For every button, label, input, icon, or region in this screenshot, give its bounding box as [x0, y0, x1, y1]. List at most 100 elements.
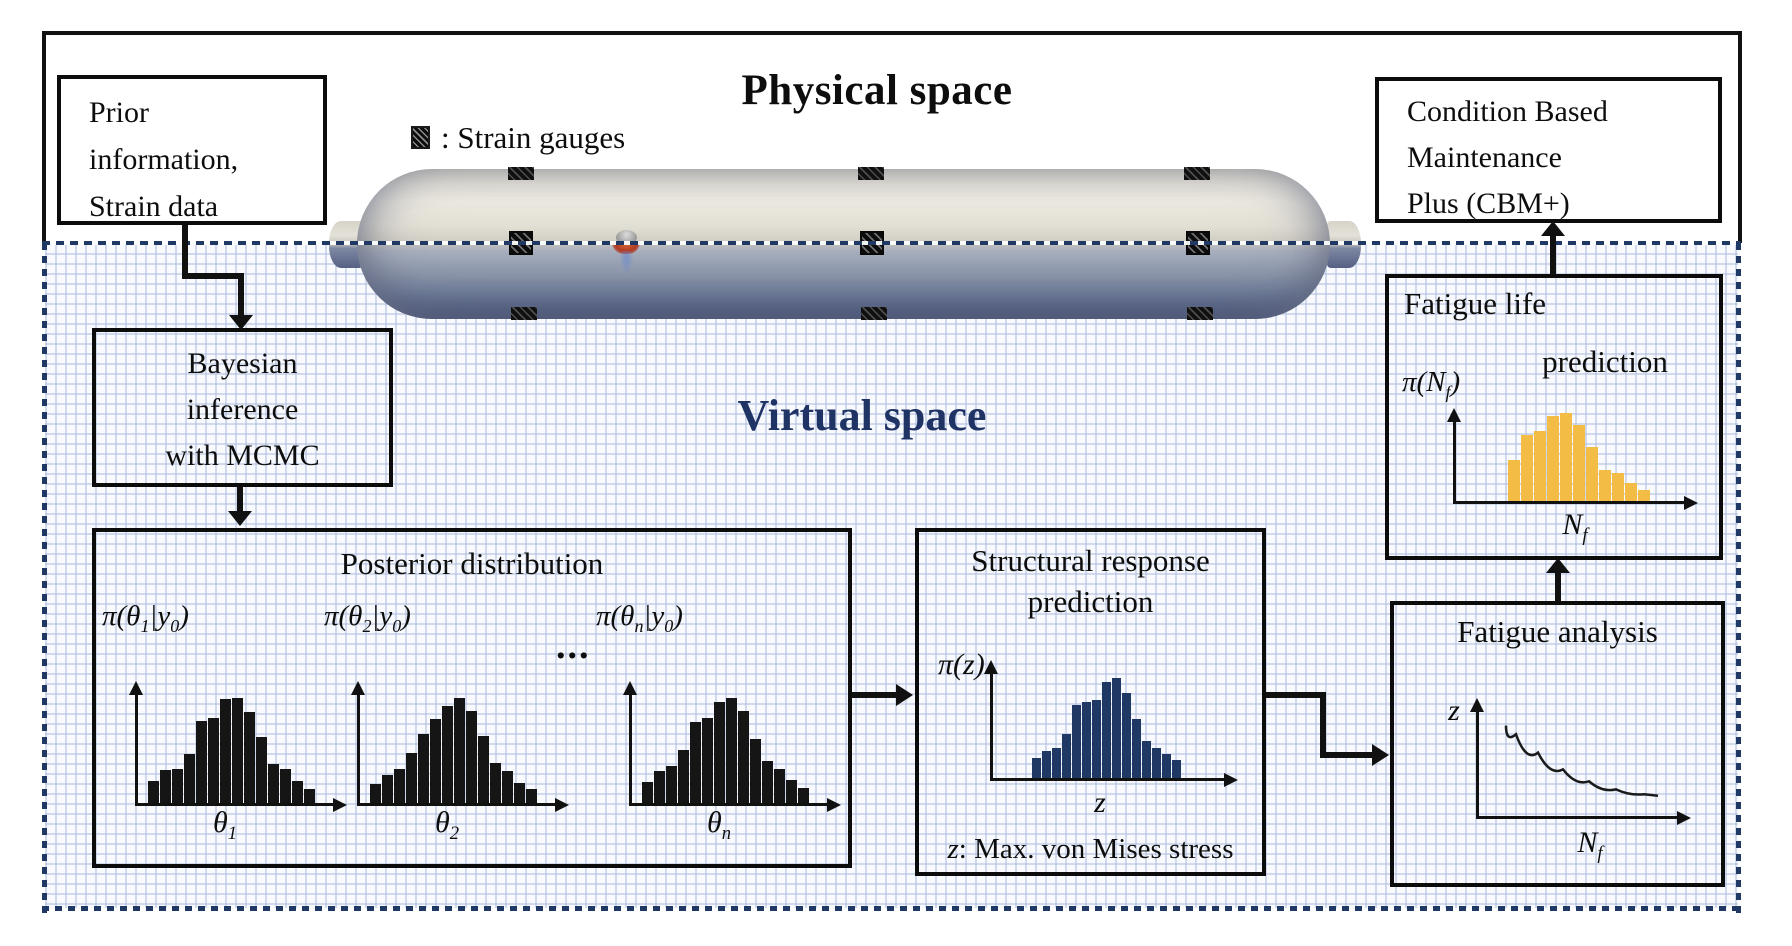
- structural-response-title: Structural response prediction: [915, 540, 1266, 622]
- arrow-structural-to-fatigue-analysis: [1320, 752, 1376, 758]
- arrow-prior-to-bayesian: [182, 273, 244, 279]
- x-axis: [1476, 816, 1678, 819]
- strain-gauge-icon: [861, 307, 887, 320]
- bayesian-inference-box: Bayesian inference with MCMC: [92, 328, 393, 487]
- fatigue-life-xlabel: Nf: [1562, 508, 1588, 546]
- structural-xlabel: z: [1094, 786, 1106, 819]
- virtual-border-left: [42, 243, 47, 913]
- arrowhead-up-icon: [1541, 221, 1565, 236]
- virtual-border-right: [1736, 243, 1741, 913]
- x-axis-arrow-icon: [1677, 811, 1691, 825]
- posterior-histogram-theta1: [129, 681, 347, 812]
- fatigue-life-title-line1: Fatigue life: [1404, 286, 1547, 321]
- histogram-bars: [642, 698, 809, 803]
- virtual-space-region: [45, 243, 1738, 908]
- arrow-structural-to-fatigue-analysis: [1266, 692, 1326, 698]
- x-axis: [1453, 501, 1685, 504]
- posterior-hist1-xlabel: θ1: [212, 806, 238, 844]
- fatigue-analysis-title: Fatigue analysis: [1457, 614, 1658, 649]
- x-axis-arrow-icon: [333, 798, 347, 812]
- fatigue-life-histogram: [1447, 408, 1698, 510]
- strain-gauge-icon: [511, 307, 537, 320]
- y-axis-arrow-icon: [1447, 408, 1461, 422]
- structural-title-line2: prediction: [1027, 584, 1154, 619]
- x-axis-arrow-icon: [827, 798, 841, 812]
- bayesian-line-2: inference: [186, 393, 299, 426]
- y-axis: [357, 693, 360, 806]
- arrowhead-up-icon: [1546, 558, 1570, 573]
- y-axis-arrow-icon: [351, 681, 365, 695]
- virtual-border-bottom: [42, 906, 1741, 911]
- y-axis-arrow-icon: [623, 681, 637, 695]
- x-axis-arrow-icon: [555, 798, 569, 812]
- arrow-structural-to-fatigue-analysis: [1320, 692, 1326, 758]
- arrowhead-right-icon: [896, 684, 913, 706]
- arrow-prior-to-bayesian: [238, 273, 244, 317]
- physical-space-title: Physical space: [741, 67, 1013, 114]
- histogram-bars: [1508, 413, 1650, 501]
- strain-gauge-legend-label: : Strain gauges: [441, 120, 626, 155]
- histogram-bars: [370, 698, 537, 803]
- virtual-space-title: Virtual space: [737, 391, 987, 440]
- arrow-bayesian-to-posterior: [237, 487, 243, 513]
- bayesian-line-1: Bayesian: [187, 347, 298, 380]
- x-axis: [135, 803, 334, 806]
- posterior-histogram-theta2: [351, 681, 569, 812]
- posterior-histogram-thetan: [623, 681, 841, 812]
- fatigue-analysis-xlabel: Nf: [1577, 826, 1603, 864]
- bayesian-line-3: with MCMC: [165, 439, 320, 472]
- posterior-distribution-box: [92, 528, 852, 868]
- prior-line-1: Prior: [89, 96, 149, 129]
- arrow-fatigue-life-to-cbm: [1550, 235, 1556, 275]
- y-axis-arrow-icon: [129, 681, 143, 695]
- histogram-bars: [1032, 678, 1181, 778]
- y-axis-arrow-icon: [984, 660, 998, 674]
- cbm-line-2: Maintenance: [1407, 141, 1562, 174]
- arrowhead-down-icon: [229, 315, 253, 330]
- fatigue-life-title-line2: prediction: [1542, 344, 1668, 379]
- x-axis: [990, 778, 1225, 781]
- prior-line-2: information,: [89, 143, 239, 176]
- y-axis-arrow-icon: [1470, 698, 1484, 712]
- fatigue-life-ylabel: π(Nf): [1402, 366, 1461, 402]
- y-axis: [990, 672, 993, 781]
- sn-curve-line: [1504, 725, 1659, 798]
- arrow-posterior-to-structural: [852, 692, 900, 698]
- sn-curve-plot: [1470, 698, 1691, 825]
- histogram-bars: [148, 698, 315, 803]
- strain-gauge-icon: [858, 167, 884, 180]
- structural-caption: z: Max. von Mises stress: [947, 833, 1234, 865]
- physical-space-border: [42, 31, 1742, 243]
- cbm-plus-box: Condition Based Maintenance Plus (CBM+): [1375, 77, 1722, 223]
- x-axis-arrow-icon: [1224, 773, 1238, 787]
- arrowhead-right-icon: [1372, 744, 1389, 766]
- fatigue-analysis-ylabel: z: [1448, 694, 1460, 727]
- arrow-fatigue-analysis-to-fatigue-life: [1555, 572, 1561, 602]
- fatigue-analysis-box: [1390, 601, 1725, 887]
- structural-ylabel: π(z): [938, 648, 985, 681]
- structural-title-line1: Structural response: [971, 543, 1210, 578]
- prior-line-3: Strain data: [89, 190, 219, 223]
- strain-gauge-icon: [1187, 307, 1213, 320]
- y-axis: [1453, 420, 1456, 504]
- physical-virtual-boundary: [42, 241, 1741, 245]
- structural-histogram: [984, 660, 1238, 787]
- structural-response-box: [915, 528, 1266, 876]
- posterior-hist1-ylabel: π(θ1|y0): [102, 600, 189, 636]
- ellipsis-dots: ...: [556, 625, 591, 667]
- strain-gauge-icon: [508, 167, 534, 180]
- posterior-histn-ylabel: π(θn|y0): [596, 600, 683, 636]
- cbm-line-3: Plus (CBM+): [1407, 187, 1570, 220]
- vessel-defect-hotspot: [612, 242, 640, 254]
- prior-information-box: Prior information, Strain data: [57, 75, 327, 225]
- y-axis: [135, 693, 138, 806]
- posterior-hist2-xlabel: θ2: [434, 806, 460, 844]
- y-axis: [629, 693, 632, 806]
- posterior-hist2-ylabel: π(θ2|y0): [324, 600, 411, 636]
- cbm-line-1: Condition Based: [1407, 95, 1608, 128]
- vessel-defect-cool-streak: [620, 251, 633, 273]
- x-axis-arrow-icon: [1684, 496, 1698, 510]
- x-axis: [629, 803, 828, 806]
- posterior-distribution-title: Posterior distribution: [340, 546, 604, 581]
